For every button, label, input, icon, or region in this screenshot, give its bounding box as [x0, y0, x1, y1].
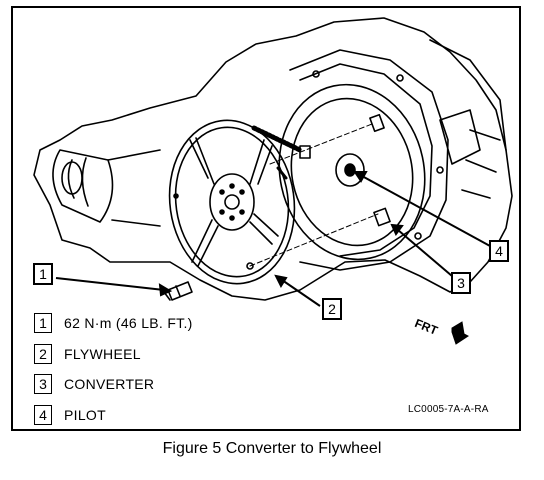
- front-direction-arrow: [451, 321, 469, 345]
- legend-label: CONVERTER: [64, 376, 155, 392]
- legend-row: 4 PILOT: [34, 403, 106, 427]
- legend-label: 62 N·m (46 LB. FT.): [64, 315, 193, 331]
- bell-housing: [289, 49, 449, 271]
- callout-3: 3: [451, 272, 471, 294]
- legend-label: FLYWHEEL: [64, 346, 141, 362]
- callout-1: 1: [33, 263, 53, 285]
- legend-number: 3: [34, 374, 52, 394]
- figure-caption: Figure 5 Converter to Flywheel: [162, 440, 382, 457]
- figure-frame: [11, 6, 521, 431]
- bolt: [167, 281, 193, 301]
- legend-label: PILOT: [64, 407, 106, 423]
- pilot: [344, 163, 356, 177]
- flywheel: [168, 119, 296, 285]
- legend-number: 4: [34, 405, 52, 425]
- extension-housing: [52, 149, 114, 223]
- callout-2: 2: [322, 298, 342, 320]
- legend-number: 2: [34, 344, 52, 364]
- legend-row: 1 62 N·m (46 LB. FT.): [34, 311, 193, 335]
- legend-row: 2 FLYWHEEL: [34, 342, 141, 366]
- torque-converter: [278, 83, 426, 261]
- callout-4: 4: [489, 240, 509, 262]
- drawing-code: LC0005-7A-A-RA: [408, 404, 489, 415]
- legend-number: 1: [34, 313, 52, 333]
- transmission-case: [33, 17, 513, 301]
- legend-row: 3 CONVERTER: [34, 372, 154, 396]
